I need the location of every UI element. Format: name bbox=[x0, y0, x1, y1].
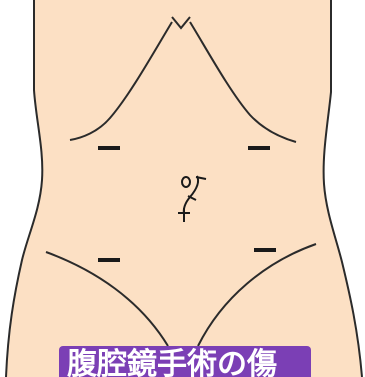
caption-text: 腹腔鏡手術の傷 bbox=[67, 348, 277, 377]
caption-banner: 腹腔鏡手術の傷 bbox=[59, 346, 311, 377]
incision-mark-upper-left bbox=[98, 146, 120, 150]
incision-mark-upper-right bbox=[248, 146, 270, 150]
torso-silhouette bbox=[6, 0, 362, 377]
incision-mark-lower-right bbox=[254, 248, 276, 252]
incision-mark-lower-left bbox=[98, 258, 120, 262]
